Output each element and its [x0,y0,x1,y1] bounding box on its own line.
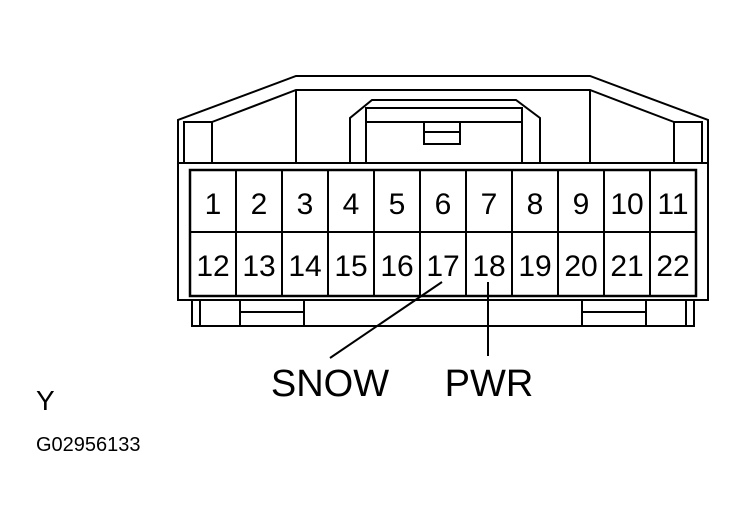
pin-row-top: 1 2 3 4 5 6 7 8 9 10 11 [205,188,689,221]
pin-number: 14 [288,250,321,283]
pin-number: 12 [196,250,229,283]
pin-number: 15 [334,250,367,283]
pin-number: 6 [435,188,452,221]
pin-number: 18 [472,250,505,283]
pin-number: 19 [518,250,551,283]
pin-number: 2 [251,188,268,221]
pin-row-bottom: 12 13 14 15 16 17 18 19 20 21 22 [196,250,689,283]
pin-grid [188,168,698,298]
pin-number: 11 [657,188,688,221]
pin-number: 9 [573,188,590,221]
pin-number: 1 [205,188,222,221]
pin-number: 20 [564,250,597,283]
connector-housing [177,75,709,327]
pin-number: 21 [610,250,643,283]
pin-number: 17 [426,250,459,283]
pin-number: 10 [610,188,643,221]
pin-number: 8 [527,188,544,221]
pwr-label: PWR [445,363,534,405]
snow-leader-line [329,281,443,359]
connector-color-code: Y [36,385,55,416]
pin-number: 5 [389,188,406,221]
pin-number: 22 [656,250,689,283]
pin-number: 16 [380,250,413,283]
figure-id: G02956133 [36,434,141,456]
pin-number: 13 [242,250,275,283]
pin-number: 3 [297,188,314,221]
snow-label: SNOW [271,363,389,405]
pin-number: 4 [343,188,360,221]
pin-number: 7 [481,188,498,221]
